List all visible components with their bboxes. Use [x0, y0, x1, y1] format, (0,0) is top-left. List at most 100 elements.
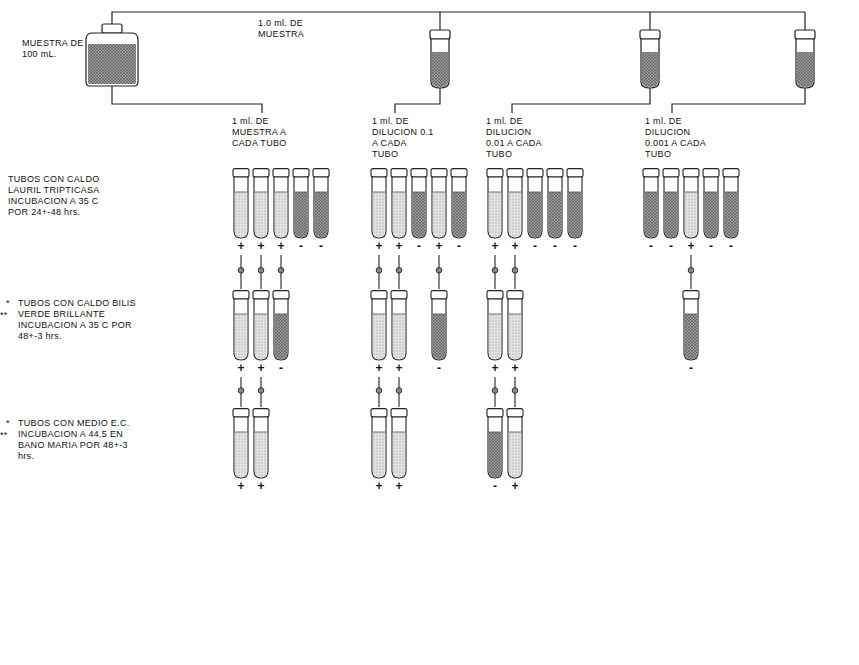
culture-tube-node: - [486, 408, 504, 493]
culture-tube [252, 408, 270, 479]
culture-tube [370, 290, 388, 361]
result-sign: - [312, 240, 330, 253]
result-sign: - [662, 240, 680, 253]
culture-tube [662, 168, 680, 239]
culture-tube [390, 168, 408, 239]
sample-label: 1.0 ml. DE MUESTRA [258, 18, 328, 40]
culture-tube-node: + [506, 290, 524, 375]
transfer-line [258, 255, 264, 289]
culture-tube [506, 290, 524, 361]
culture-tube-node: + [390, 408, 408, 493]
result-sign: - [642, 240, 660, 253]
result-sign: - [272, 362, 290, 375]
culture-tube [722, 168, 740, 239]
transfer-line [238, 255, 244, 289]
dilution-tubes [430, 30, 815, 88]
culture-tube-node: + [232, 168, 250, 253]
transfer-line [258, 377, 264, 407]
transfer-line [512, 377, 518, 407]
culture-tube-node: + [252, 290, 270, 375]
transfer-lines [112, 12, 805, 113]
culture-tube-node: - [430, 290, 448, 375]
result-sign: + [252, 240, 270, 253]
result-sign: + [370, 362, 388, 375]
result-sign: - [546, 240, 564, 253]
transfer-line [492, 255, 498, 289]
result-sign: + [390, 240, 408, 253]
row-label: * [6, 418, 18, 429]
transfer-line [492, 377, 498, 407]
culture-tube-node: + [390, 168, 408, 253]
result-sign: + [370, 480, 388, 493]
culture-tube [430, 290, 448, 361]
result-sign: + [232, 240, 250, 253]
culture-tube [232, 408, 250, 479]
transfer-line [376, 377, 382, 407]
culture-tube-node: + [486, 168, 504, 253]
result-sign: + [682, 240, 700, 253]
row-label: * [6, 298, 18, 309]
row-label: TUBOS CON MEDIO E.C. INCUBACION A 44.5 E… [18, 418, 146, 462]
culture-tube [272, 168, 290, 239]
culture-tube [292, 168, 310, 239]
result-sign: - [292, 240, 310, 253]
result-sign: + [390, 480, 408, 493]
culture-tube-node: + [252, 408, 270, 493]
culture-tube [390, 290, 408, 361]
result-sign: - [526, 240, 544, 253]
culture-tube [506, 408, 524, 479]
culture-tube-node: - [272, 290, 290, 375]
culture-tube [232, 290, 250, 361]
culture-tube [486, 408, 504, 479]
culture-tube-node: - [566, 168, 584, 253]
result-sign: - [430, 362, 448, 375]
culture-tube-node: + [506, 408, 524, 493]
culture-tube [506, 168, 524, 239]
culture-tube [232, 168, 250, 239]
result-sign: + [390, 362, 408, 375]
culture-tube-node: - [292, 168, 310, 253]
culture-tube-node: + [232, 408, 250, 493]
result-sign: - [722, 240, 740, 253]
transfer-line [512, 255, 518, 289]
result-sign: + [506, 240, 524, 253]
transfer-line [238, 377, 244, 407]
culture-tube [312, 168, 330, 239]
transfer-line [376, 255, 382, 289]
result-sign: + [486, 362, 504, 375]
result-sign: + [252, 362, 270, 375]
culture-tube [546, 168, 564, 239]
row-label: TUBOS CON CALDO BILIS VERDE BRILLANTE IN… [18, 298, 146, 342]
result-sign: - [410, 240, 428, 253]
culture-tube-node: + [682, 168, 700, 253]
culture-tube-node: - [702, 168, 720, 253]
culture-tube-node: - [682, 290, 700, 375]
result-sign: + [252, 480, 270, 493]
culture-tube-node: + [486, 290, 504, 375]
transfer-line [688, 255, 694, 289]
culture-tube-node: + [390, 290, 408, 375]
culture-tube-node: + [232, 290, 250, 375]
column-header: 1 ml. DE DILUCION 0.01 A CADA TUBO [486, 116, 552, 160]
culture-tube [566, 168, 584, 239]
column-header: 1 ml. DE DILUCION 0.001 A CADA TUBO [645, 116, 711, 160]
culture-tube [370, 408, 388, 479]
culture-tube [272, 290, 290, 361]
culture-tube [642, 168, 660, 239]
culture-tube-node: - [450, 168, 468, 253]
culture-tube [450, 168, 468, 239]
result-sign: + [272, 240, 290, 253]
culture-tube-node: - [546, 168, 564, 253]
culture-tube [252, 168, 270, 239]
culture-tube-node: + [430, 168, 448, 253]
culture-tube-node: - [642, 168, 660, 253]
culture-tube [526, 168, 544, 239]
transfer-line [278, 255, 284, 289]
culture-tube-node: - [722, 168, 740, 253]
result-sign: - [450, 240, 468, 253]
culture-tube-node: + [370, 408, 388, 493]
result-sign: + [370, 240, 388, 253]
